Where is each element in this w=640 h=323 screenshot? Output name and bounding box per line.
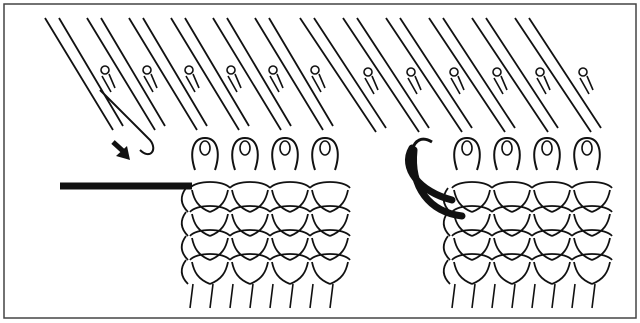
loop-eye xyxy=(200,141,210,155)
needle-latch xyxy=(269,66,277,74)
needle-latch xyxy=(101,66,109,74)
needle-latch xyxy=(493,68,501,76)
loop-eye xyxy=(240,141,250,155)
needle-latch xyxy=(227,66,235,74)
loop-eye xyxy=(320,141,330,155)
loop-eye xyxy=(280,141,290,155)
needle-latch xyxy=(311,66,319,74)
loop-eye xyxy=(542,141,552,155)
loop-eye xyxy=(582,141,592,155)
needle-latch xyxy=(579,68,587,76)
needle-latch xyxy=(364,68,372,76)
needle-latch xyxy=(185,66,193,74)
needle-latch xyxy=(143,66,151,74)
loop-eye xyxy=(502,141,512,155)
needle-latch xyxy=(407,68,415,76)
loop-eye xyxy=(462,141,472,155)
needle-latch xyxy=(450,68,458,76)
needle-latch xyxy=(536,68,544,76)
figure-border xyxy=(4,4,636,318)
